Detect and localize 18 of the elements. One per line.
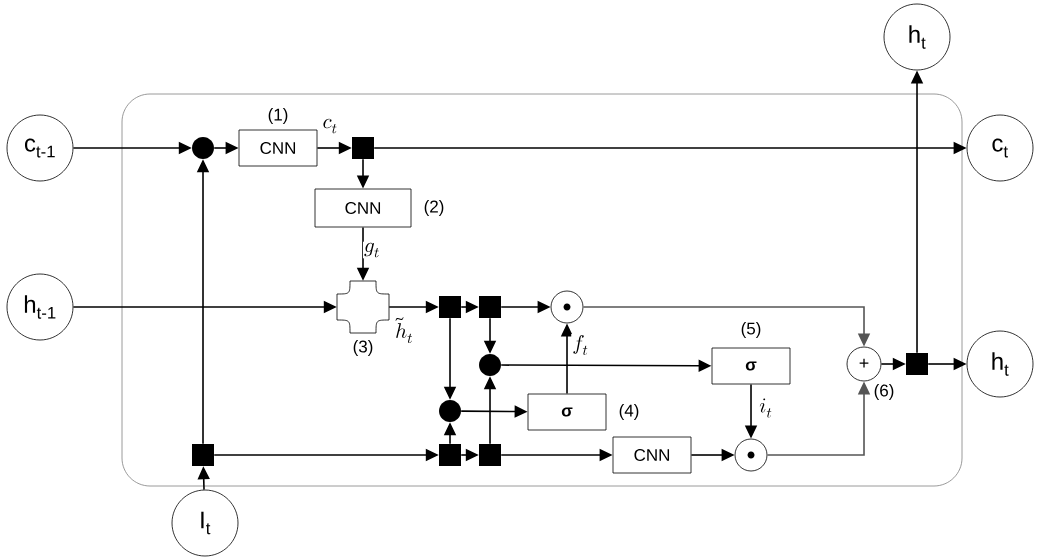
step-number: (6) [874, 384, 894, 400]
step-number: (2) [424, 200, 444, 216]
edge-label: $f_t$ [571, 333, 590, 357]
step-number: (5) [741, 322, 761, 338]
layer-box: σ [711, 347, 791, 385]
layer-box: CNN [238, 129, 318, 167]
layer-box: CNN [314, 188, 412, 228]
layer-box: σ [527, 393, 607, 431]
edge-label: $i_t$ [758, 397, 774, 419]
step-number: (4) [619, 404, 639, 420]
edge-label: $\tilde{h}_t$ [394, 315, 414, 345]
product-circle [550, 290, 584, 324]
product-circle [734, 438, 768, 472]
step-number: (3) [353, 340, 373, 356]
layer-box: CNN [612, 436, 692, 474]
edge-label: $c_t$ [321, 117, 339, 135]
step-number: (1) [268, 108, 288, 124]
cell-frame [121, 93, 963, 487]
